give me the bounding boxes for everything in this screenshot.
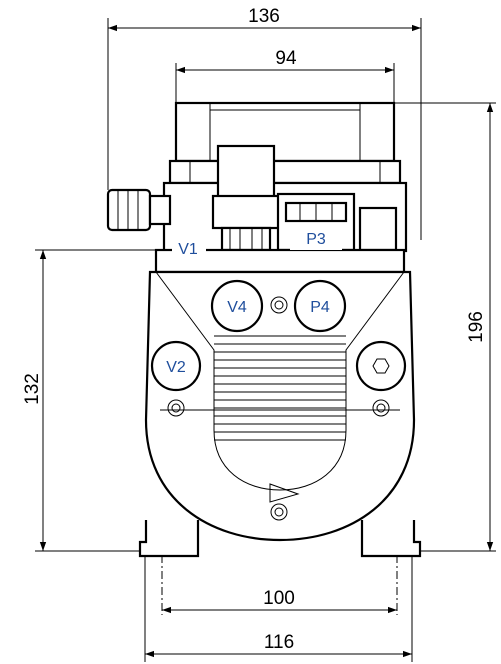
mounting-feet [138,520,422,558]
port-p4: P4 [293,279,347,333]
top-housing [168,101,402,185]
port-p3: P3 [290,224,342,250]
port-v1: V1 [172,236,206,258]
mid-section [162,144,408,253]
port-v4: V4 [210,279,264,333]
dimension-body-height: 132 [22,249,170,552]
cable-gland [106,188,172,232]
cooling-ribs [214,335,346,441]
port-v2-label: V2 [166,359,186,376]
port-v2: V2 [150,340,202,392]
dimension-foot-spacing: 100 [161,555,398,615]
dimension-total-height: 196 [392,102,496,552]
port-v1-label: V1 [178,241,198,258]
dimension-top-width: 94 [175,48,395,105]
dim-top-width-label: 94 [275,48,297,69]
screw-right [372,399,390,417]
dim-foot-spacing-label: 100 [263,588,295,609]
port-p4-label: P4 [310,299,330,316]
flow-direction-arrow [269,483,300,503]
main-body [144,248,416,542]
dim-total-height-label: 196 [466,311,487,343]
dim-body-height-label: 132 [22,373,43,405]
port-v4-label: V4 [227,299,247,316]
dimension-foot-width: 116 [144,555,413,662]
screw-left [167,399,185,417]
screw-bottom [270,503,288,521]
port-plug-right [355,340,407,392]
port-p3-label: P3 [306,231,326,248]
dimension-overall-width: 136 [107,6,422,240]
screw-top-center [270,296,288,314]
dim-overall-width-label: 136 [248,6,280,27]
dim-foot-width-label: 116 [264,632,294,653]
